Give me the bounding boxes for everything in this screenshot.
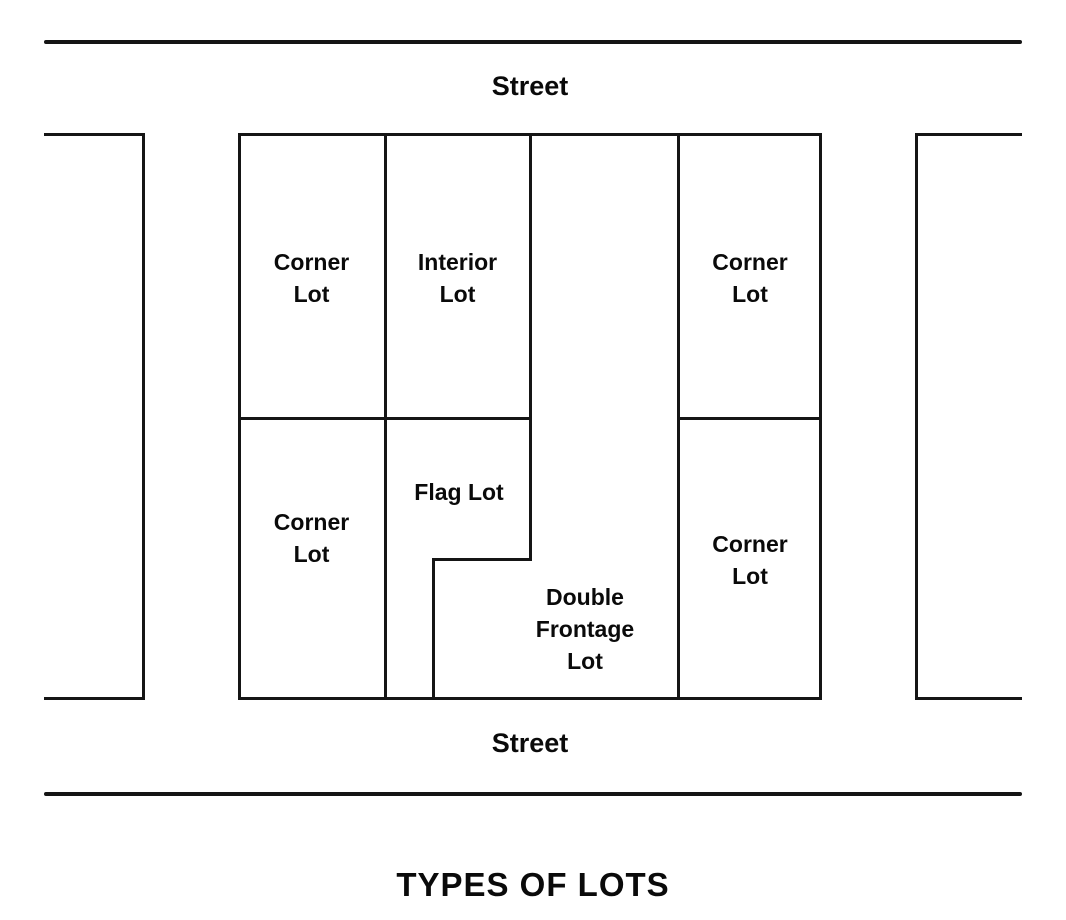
lot-label-corner-top-right: Corner Lot	[712, 249, 788, 308]
street-edge-line-bottom	[44, 792, 1022, 796]
flag-lot-notch-horizontal	[432, 558, 532, 561]
lot-label-corner-top-left: Corner Lot	[273, 249, 350, 308]
street-label-bottom: Street	[491, 728, 569, 758]
street-edge-line-top	[44, 40, 1022, 44]
diagram-title: TYPES OF LOTS	[396, 866, 670, 903]
lot-boundary-horizontal-right	[677, 417, 822, 420]
adjacent-block-right	[915, 133, 1022, 700]
adjacent-block-left	[44, 133, 145, 700]
flag-lot-notch-vertical	[432, 558, 435, 700]
lot-boundary-horizontal-left	[238, 417, 532, 420]
lot-boundary-vertical-right	[677, 133, 680, 700]
lot-boundary-vertical-left	[384, 133, 387, 700]
lot-label-corner-bottom-right: Corner Lot	[712, 531, 788, 590]
lot-boundary-vertical-middle	[529, 133, 532, 561]
lot-label-double-frontage: Double Frontage Lot	[535, 584, 635, 675]
lot-label-interior: Interior Lot	[417, 249, 498, 308]
street-label-top: Street	[491, 71, 569, 101]
lot-label-flag: Flag Lot	[414, 479, 504, 505]
lot-label-corner-bottom-left: Corner Lot	[273, 509, 350, 568]
